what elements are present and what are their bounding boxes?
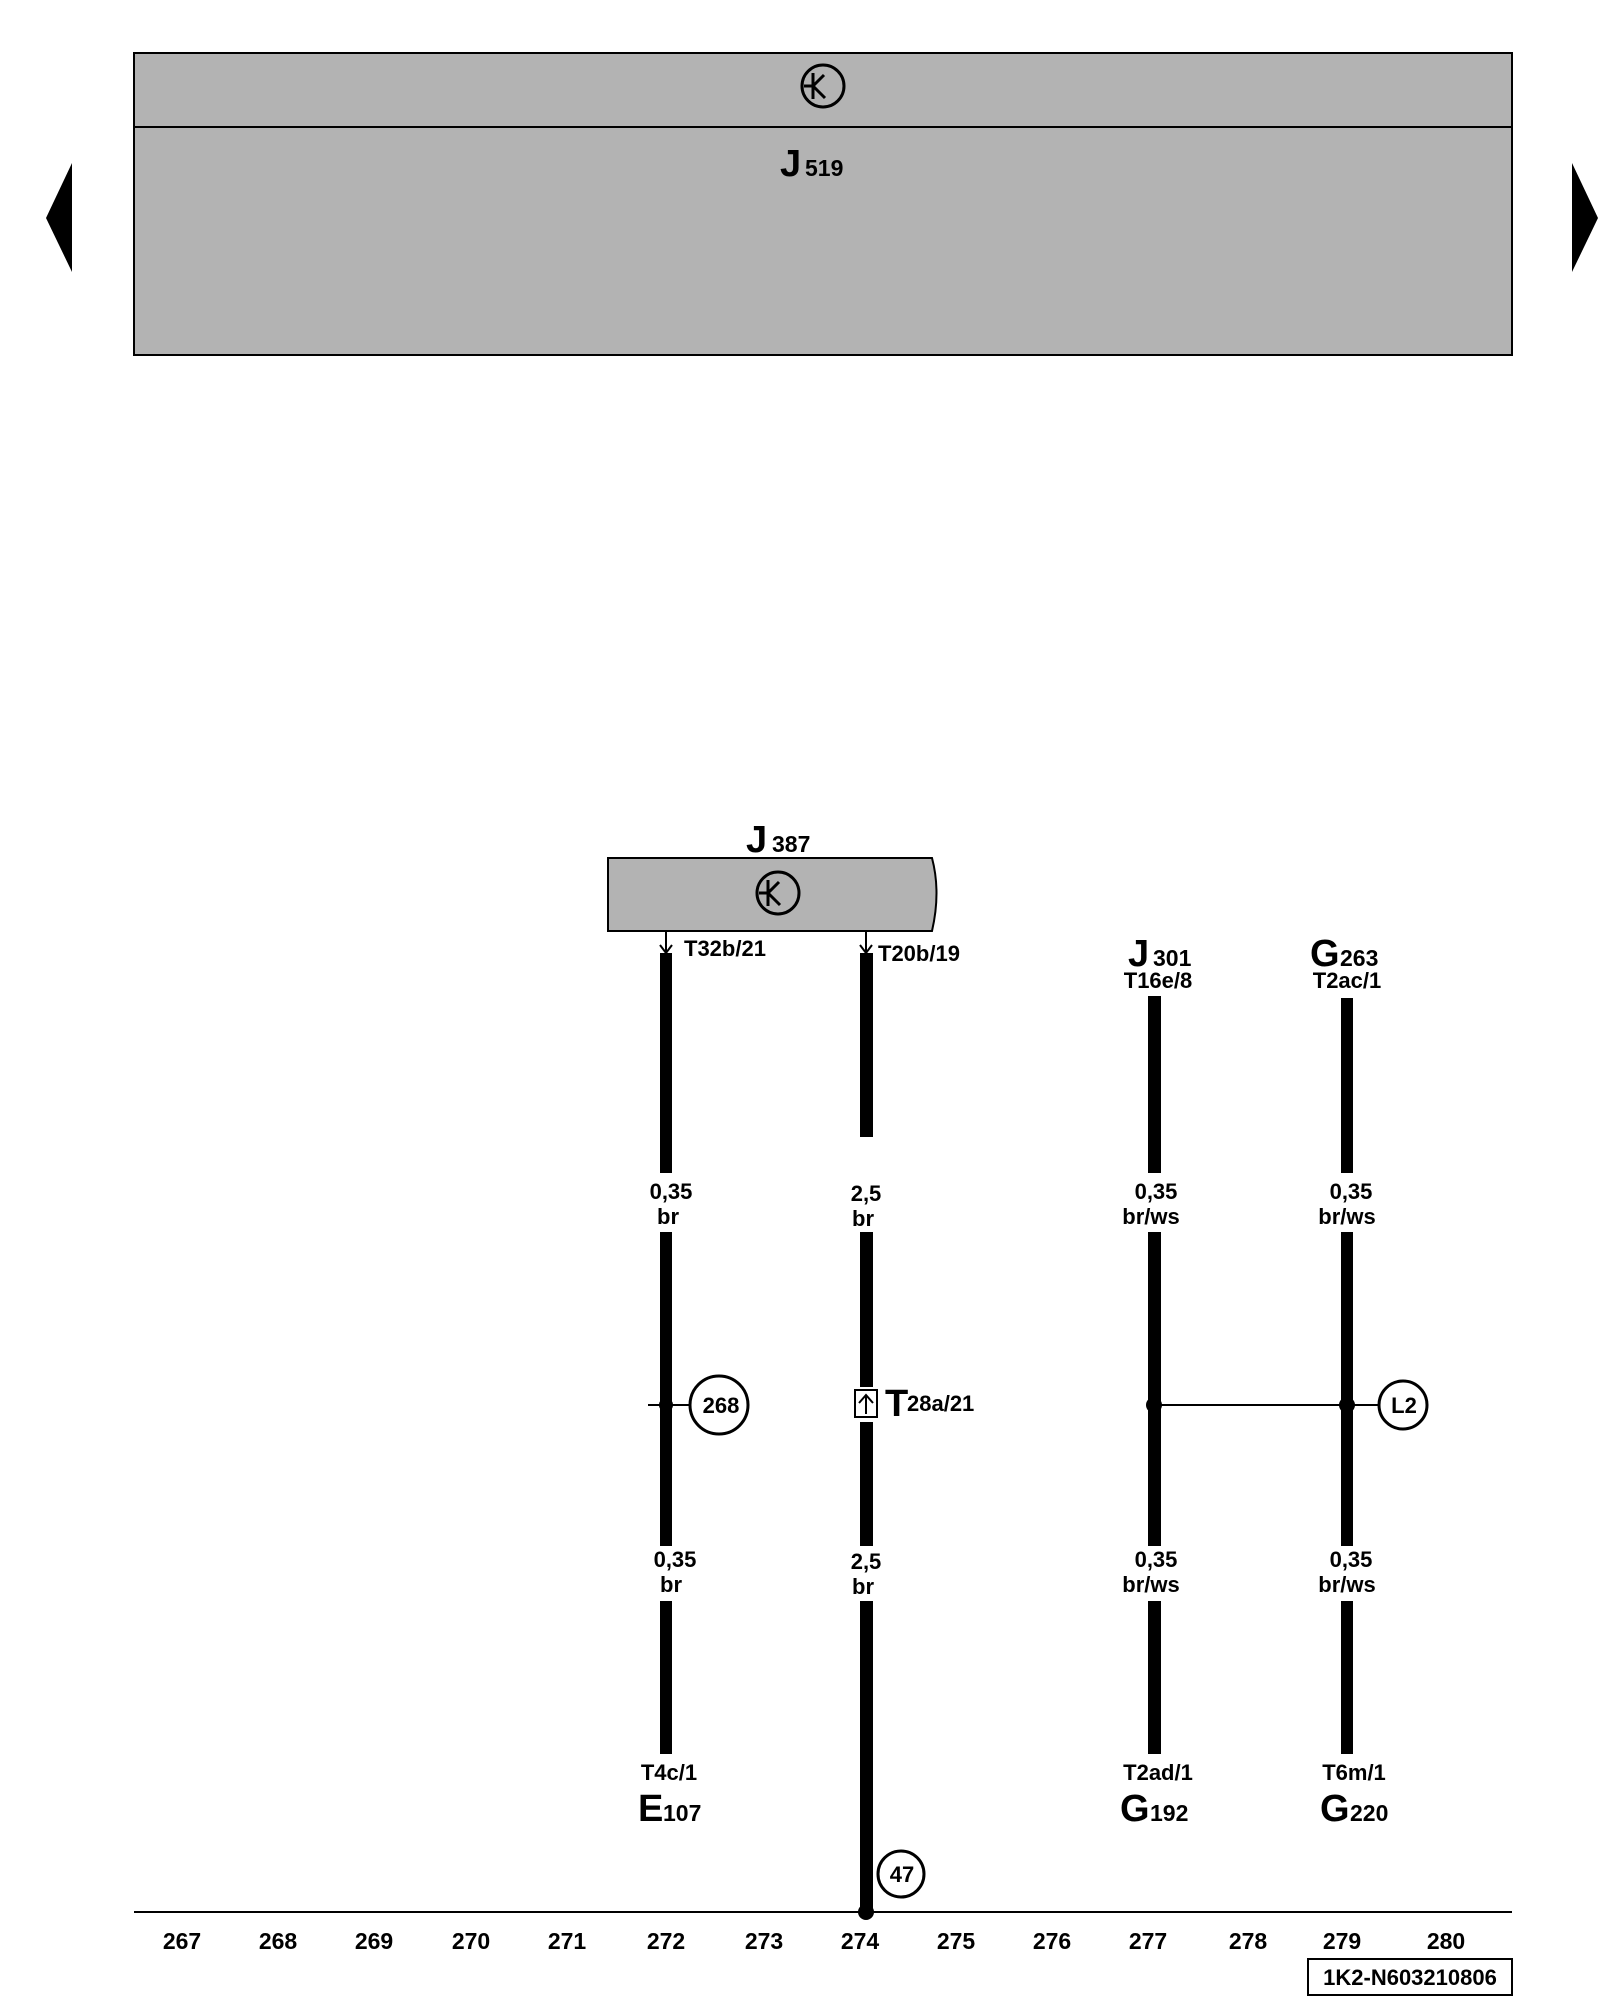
j387-code-letter: J [746,819,767,861]
component-e107-letter: E [638,1788,663,1830]
svg-text:268: 268 [703,1393,740,1418]
reference-circle-268[interactable]: 268 [688,1374,750,1436]
column-number: 268 [259,1928,298,1954]
connector-number: 28a/21 [907,1391,974,1416]
component-g220-number: 220 [1350,1800,1388,1826]
wire-4-size-bottom: 0,35 [1330,1547,1373,1572]
pin-arrow-icon [659,931,673,955]
component-g263-letter: G [1310,933,1340,975]
wire-2 [858,953,874,1920]
next-page-arrow-icon[interactable] [1572,163,1598,272]
document-code: 1K2-N603210806 [1323,1965,1497,1990]
column-number: 269 [355,1928,393,1954]
column-number: 272 [647,1928,685,1954]
wire-2-color-top: br [852,1206,874,1231]
wire-4 [1339,998,1355,1754]
wire-3-bottom-pin: T2ad/1 [1123,1760,1193,1785]
wire-1-bottom-pin: T4c/1 [641,1760,697,1785]
wire-4-color-bottom: br/ws [1318,1572,1375,1597]
wire-1-color-bottom: br [660,1572,682,1597]
wire-3-color-top: br/ws [1122,1204,1179,1229]
wire-4-top-pin: T2ac/1 [1313,968,1382,993]
pin-label-t20b-19: T20b/19 [878,941,960,966]
component-g220-letter: G [1320,1788,1350,1830]
column-number: 280 [1427,1928,1465,1954]
wire-3-size-bottom: 0,35 [1135,1547,1178,1572]
svg-text:47: 47 [890,1862,914,1887]
wire-3 [1146,996,1162,1754]
column-number: 275 [937,1928,976,1954]
column-number: 273 [745,1928,783,1954]
control-unit-j519: J 519 [133,52,1513,356]
column-number: 277 [1129,1928,1167,1954]
column-numbers: 267 268 269 270 271 272 273 274 275 276 … [163,1928,1465,1954]
column-number: 278 [1229,1928,1268,1954]
component-j301-letter: J [1128,933,1149,975]
connector-icon [854,1389,878,1418]
wire-1-color-top: br [657,1204,679,1229]
prev-page-arrow-icon[interactable] [46,163,72,272]
column-number: 279 [1323,1928,1361,1954]
document-code-box: 1K2-N603210806 [1307,1958,1513,1996]
wire-2-size-bottom: 2,5 [851,1549,882,1574]
wire-4-bottom-pin: T6m/1 [1322,1760,1386,1785]
wire-1-size-top: 0,35 [650,1179,693,1204]
wire-4-color-top: br/ws [1318,1204,1375,1229]
wire-4-size-top: 0,35 [1330,1179,1373,1204]
electronic-control-icon [755,870,801,916]
wire-1-size-bottom: 0,35 [654,1547,697,1572]
electronic-control-icon [800,63,846,109]
component-g192-letter: G [1120,1788,1150,1830]
reference-circle-47[interactable]: 47 [876,1849,926,1899]
column-number: 276 [1033,1928,1071,1954]
j387-code-number: 387 [772,831,810,857]
column-number: 267 [163,1928,201,1954]
wire-3-size-top: 0,35 [1135,1179,1178,1204]
wire-2-color-bottom: br [852,1574,874,1599]
wire-1 [648,953,692,1754]
j519-code-number: 519 [805,155,843,181]
reference-circle-l2[interactable]: L2 [1377,1379,1429,1431]
wire-2-size-top: 2,5 [851,1181,882,1206]
component-e107-number: 107 [663,1800,701,1826]
control-unit-j387: J 387 [607,819,938,932]
pin-arrow-icon [859,931,873,955]
wire-3-color-bottom: br/ws [1122,1572,1179,1597]
column-number: 270 [452,1928,490,1954]
component-j301-number: 301 [1153,945,1192,971]
component-g192-number: 192 [1150,1800,1188,1826]
connector-letter: T [885,1383,908,1425]
column-number: 274 [841,1928,880,1954]
pin-label-t32b-21: T32b/21 [684,936,766,961]
svg-text:L2: L2 [1391,1393,1417,1418]
column-number: 271 [548,1928,587,1954]
component-g263-number: 263 [1340,945,1378,971]
j519-code-letter: J [780,143,801,185]
wire-3-top-pin: T16e/8 [1124,968,1193,993]
